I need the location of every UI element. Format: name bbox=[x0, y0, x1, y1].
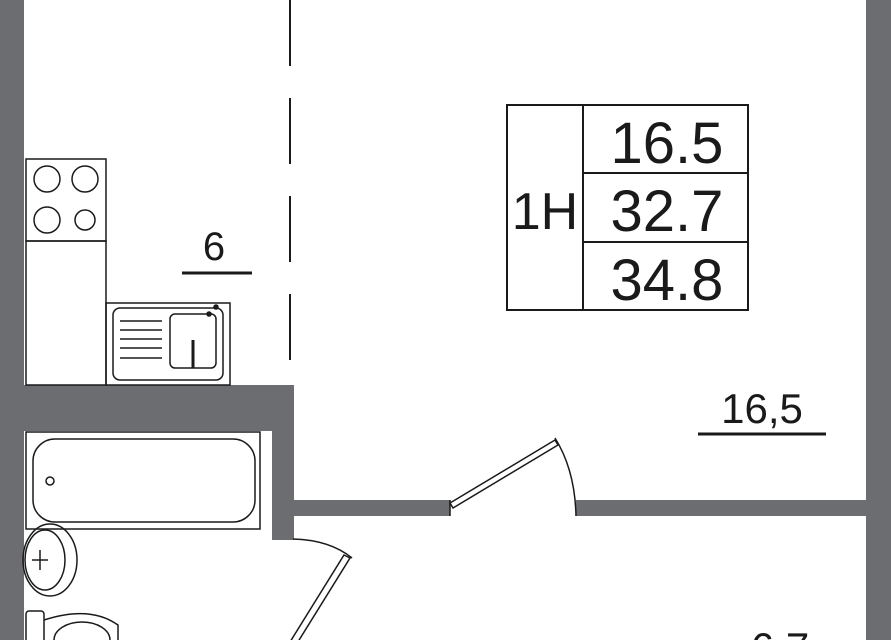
right-wall bbox=[866, 0, 891, 640]
bath-partition-wall bbox=[272, 385, 294, 540]
kitchen-bath-wall bbox=[24, 385, 294, 431]
counter bbox=[25, 240, 107, 386]
bathtub bbox=[25, 431, 261, 530]
apartment-info-table bbox=[506, 104, 749, 311]
total-area-value: 32.7 bbox=[611, 179, 724, 244]
kitchen-sink bbox=[105, 302, 231, 386]
living-room-door bbox=[448, 437, 577, 517]
kitchen-area-label: 6 bbox=[203, 225, 225, 269]
living-room-area-label: 16,5 bbox=[721, 385, 803, 432]
hall-wall-left bbox=[294, 500, 450, 516]
bathroom-door bbox=[290, 538, 353, 640]
hall-wall-right bbox=[576, 500, 866, 516]
washbasin bbox=[22, 523, 78, 597]
stove bbox=[25, 158, 107, 242]
living-area-value: 16.5 bbox=[611, 111, 724, 176]
hallway-area-label: 6,7 bbox=[751, 624, 809, 640]
apartment-type: 1Н bbox=[512, 183, 578, 241]
left-wall bbox=[0, 0, 24, 640]
total-area-balcony-value: 34.8 bbox=[611, 248, 724, 313]
burner-icon bbox=[33, 165, 61, 193]
toilet bbox=[25, 610, 119, 640]
